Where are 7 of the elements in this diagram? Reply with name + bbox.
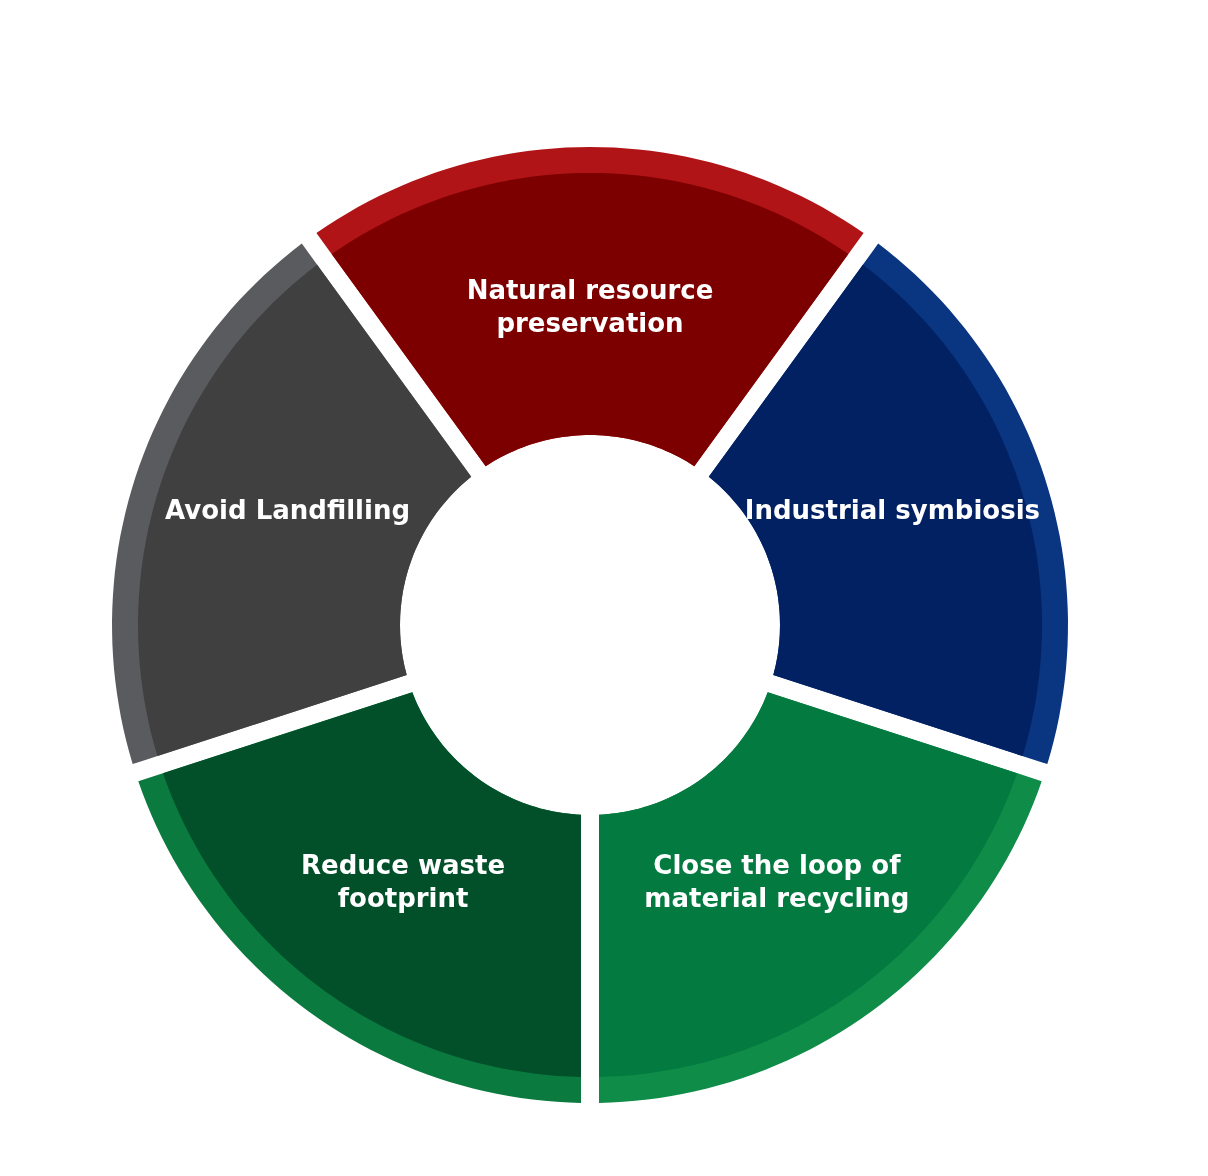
segment-label: Reduce waste footprint (300, 849, 507, 916)
segment-label: Avoid Landfilling (164, 493, 412, 527)
segment-label: Close the loop of material recycling (643, 849, 911, 916)
donut-segment (138, 692, 582, 1103)
segment-label: Natural resource preservation (465, 274, 715, 340)
donut-segment (598, 692, 1042, 1103)
segment-label: Industrial symbiosis (743, 493, 1042, 527)
